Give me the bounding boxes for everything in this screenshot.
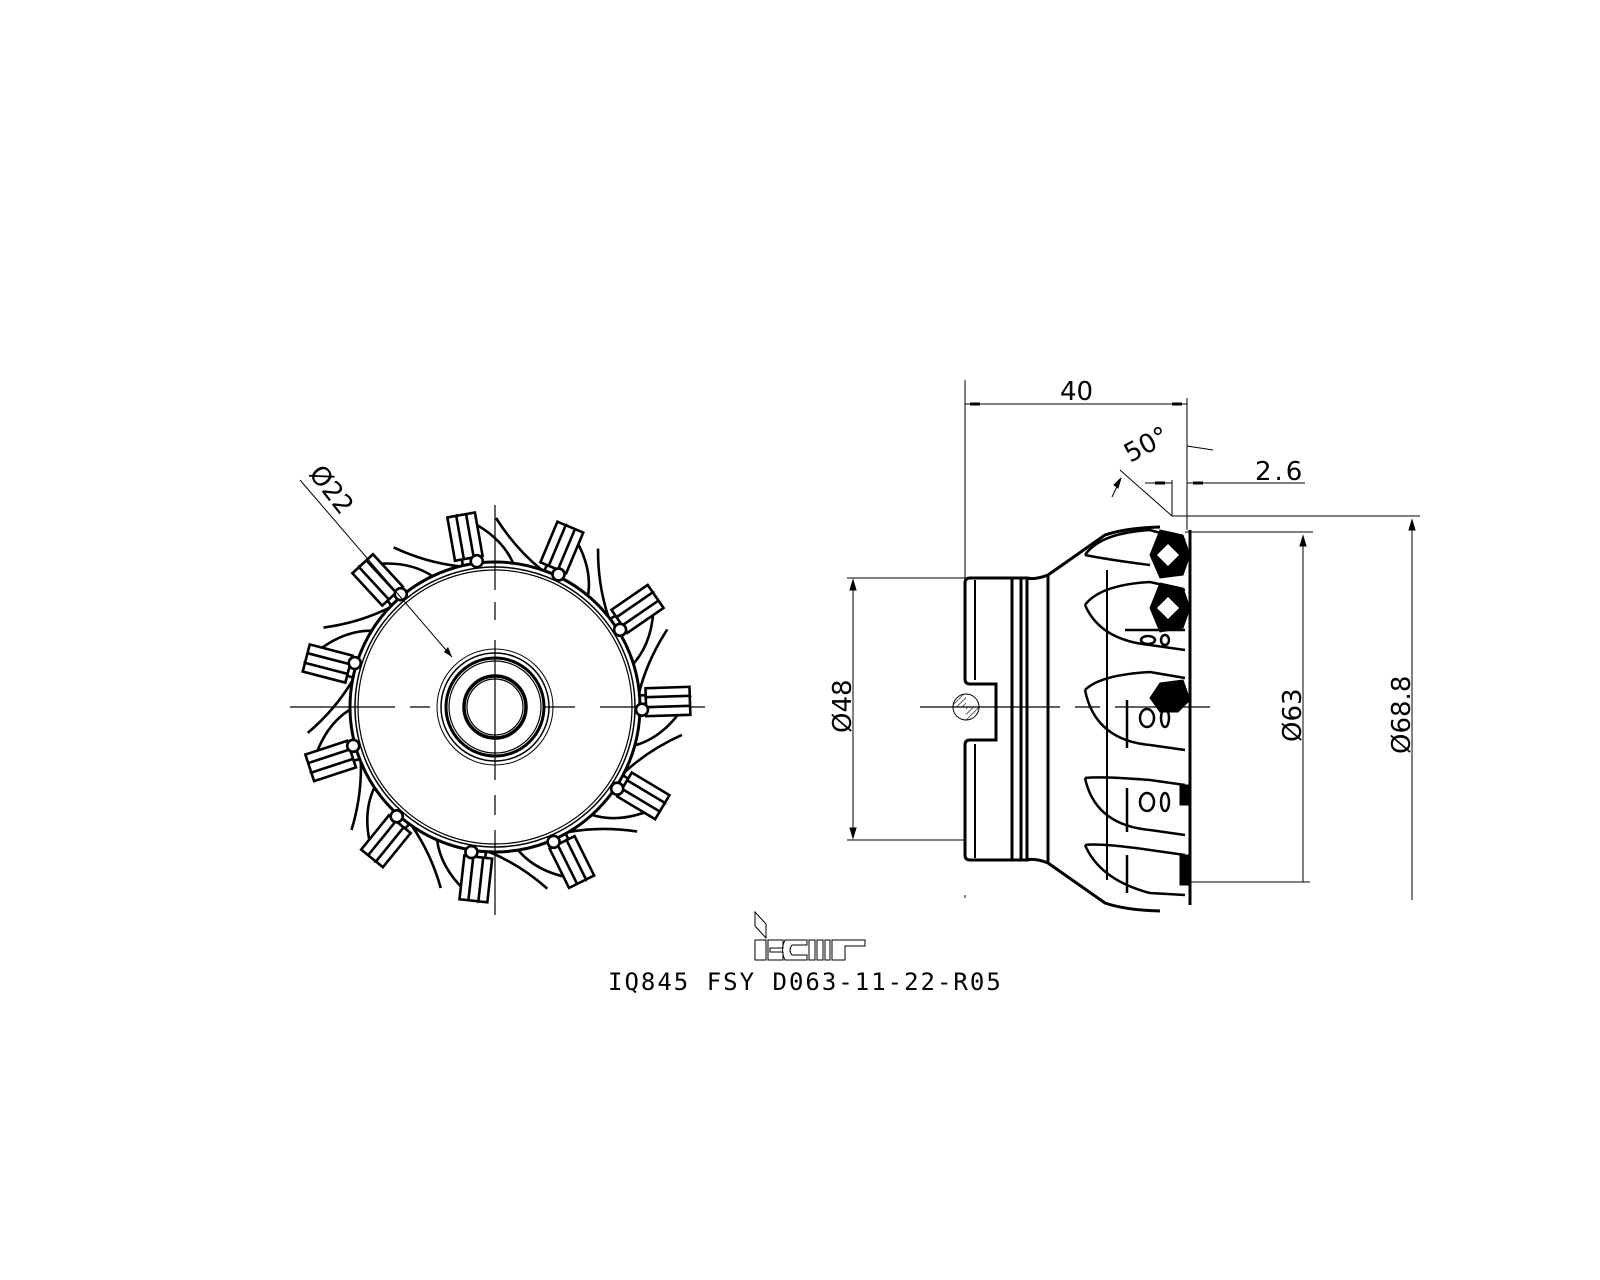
- max-diameter-label: Ø68.8: [1387, 676, 1417, 754]
- part-number-title: IQ845 FSY D063-11-22-R05: [608, 968, 1003, 996]
- length-dimension-label: 40: [1060, 377, 1093, 407]
- offset-dimension-label: 2.6: [1255, 457, 1305, 487]
- insert-pockets: [1083, 528, 1186, 897]
- cutter-teeth: [301, 511, 692, 904]
- side-view: [920, 525, 1210, 913]
- bore-diameter-label: Ø22: [302, 460, 359, 521]
- front-view: [290, 505, 705, 915]
- bore: [436, 648, 554, 766]
- cutting-diameter-label: Ø63: [1278, 688, 1308, 742]
- centerlines: [290, 505, 705, 915]
- lead-angle-label: 50°: [1119, 421, 1174, 469]
- shank-diameter-label: Ø48: [828, 679, 858, 733]
- side-view-dimensions: [847, 380, 1420, 900]
- datum-symbol: [952, 693, 980, 721]
- iscar-logo: [754, 910, 866, 961]
